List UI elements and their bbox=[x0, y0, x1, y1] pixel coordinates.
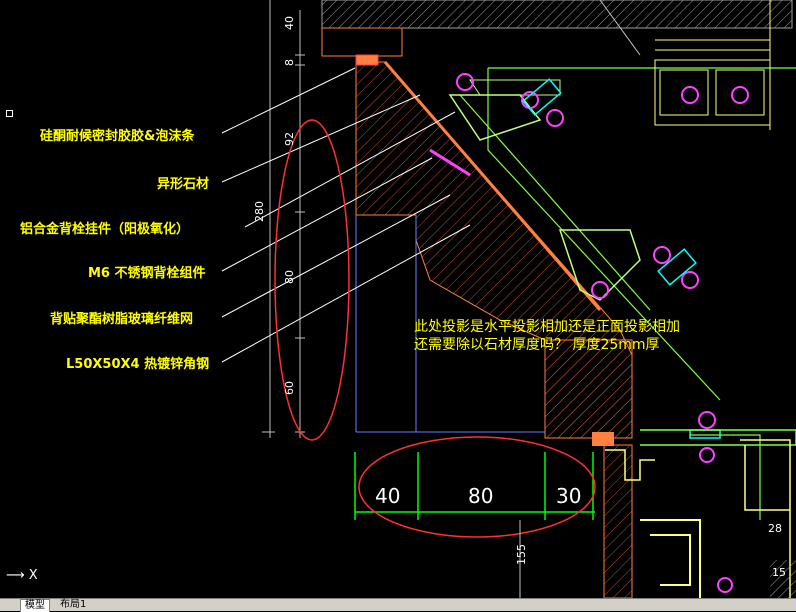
top-slab bbox=[321, 27, 403, 57]
ucs-axis-indicator: ⟶ X bbox=[6, 568, 38, 583]
stone-lower-block bbox=[544, 339, 633, 439]
callout-fiberglass-mesh: 背贴聚酯树脂玻璃纤维网 bbox=[50, 312, 194, 327]
tab-model[interactable]: 模型 bbox=[20, 599, 50, 612]
section-drawing bbox=[221, 0, 796, 598]
bolt-group bbox=[456, 73, 749, 593]
ucs-x-label: X bbox=[28, 568, 38, 583]
dim-v-92: 92 bbox=[283, 132, 296, 146]
annotation-ellipse-vertical bbox=[274, 119, 350, 441]
leader-lines bbox=[221, 67, 471, 363]
callout-aluminium-bracket: 铝合金背栓挂件（阳极氧化） bbox=[20, 222, 190, 237]
dimension-horizontal bbox=[354, 452, 595, 520]
cad-drawing-canvas[interactable]: 硅酮耐候密封胶胶&泡沫条 异形石材 铝合金背栓挂件（阳极氧化） M6 不锈钢背栓… bbox=[0, 0, 796, 598]
dim-v-280: 280 bbox=[253, 201, 266, 222]
dim-v-40: 40 bbox=[283, 16, 296, 30]
callout-angle-steel: L50X50X4 热镀锌角钢 bbox=[66, 357, 210, 372]
layout-tab-bar: 模型 布局1 bbox=[0, 598, 796, 612]
ucs-arrow-icon: ⟶ bbox=[6, 568, 25, 583]
note-line-1: 此处投影是水平投影相加还是正面投影相加 bbox=[414, 319, 680, 335]
dim-v-80: 80 bbox=[283, 270, 296, 284]
callout-m6-bolt: M6 不锈钢背栓组件 bbox=[88, 266, 206, 281]
tab-layout-1[interactable]: 布局1 bbox=[56, 599, 91, 611]
dim-v-8: 8 bbox=[283, 59, 296, 66]
dim-v-155: 155 bbox=[515, 544, 528, 565]
viewport-marker bbox=[6, 110, 13, 117]
dim-40: 40 bbox=[375, 484, 401, 508]
dim-30: 30 bbox=[556, 484, 582, 508]
dim-v-60: 60 bbox=[283, 381, 296, 395]
dim-28: 28 bbox=[768, 522, 782, 535]
callout-sealant: 硅酮耐候密封胶胶&泡沫条 bbox=[40, 129, 195, 144]
dim-15: 15 bbox=[772, 566, 786, 579]
note-line-2: 还需要除以石材厚度吗？ 厚度25mm厚 bbox=[414, 337, 660, 353]
annotation-ellipse-horizontal bbox=[358, 436, 596, 538]
callout-special-stone: 异形石材 bbox=[157, 177, 210, 192]
top-wall-hatch bbox=[321, 0, 793, 29]
sealant-top bbox=[355, 54, 379, 66]
dim-80: 80 bbox=[468, 484, 494, 508]
